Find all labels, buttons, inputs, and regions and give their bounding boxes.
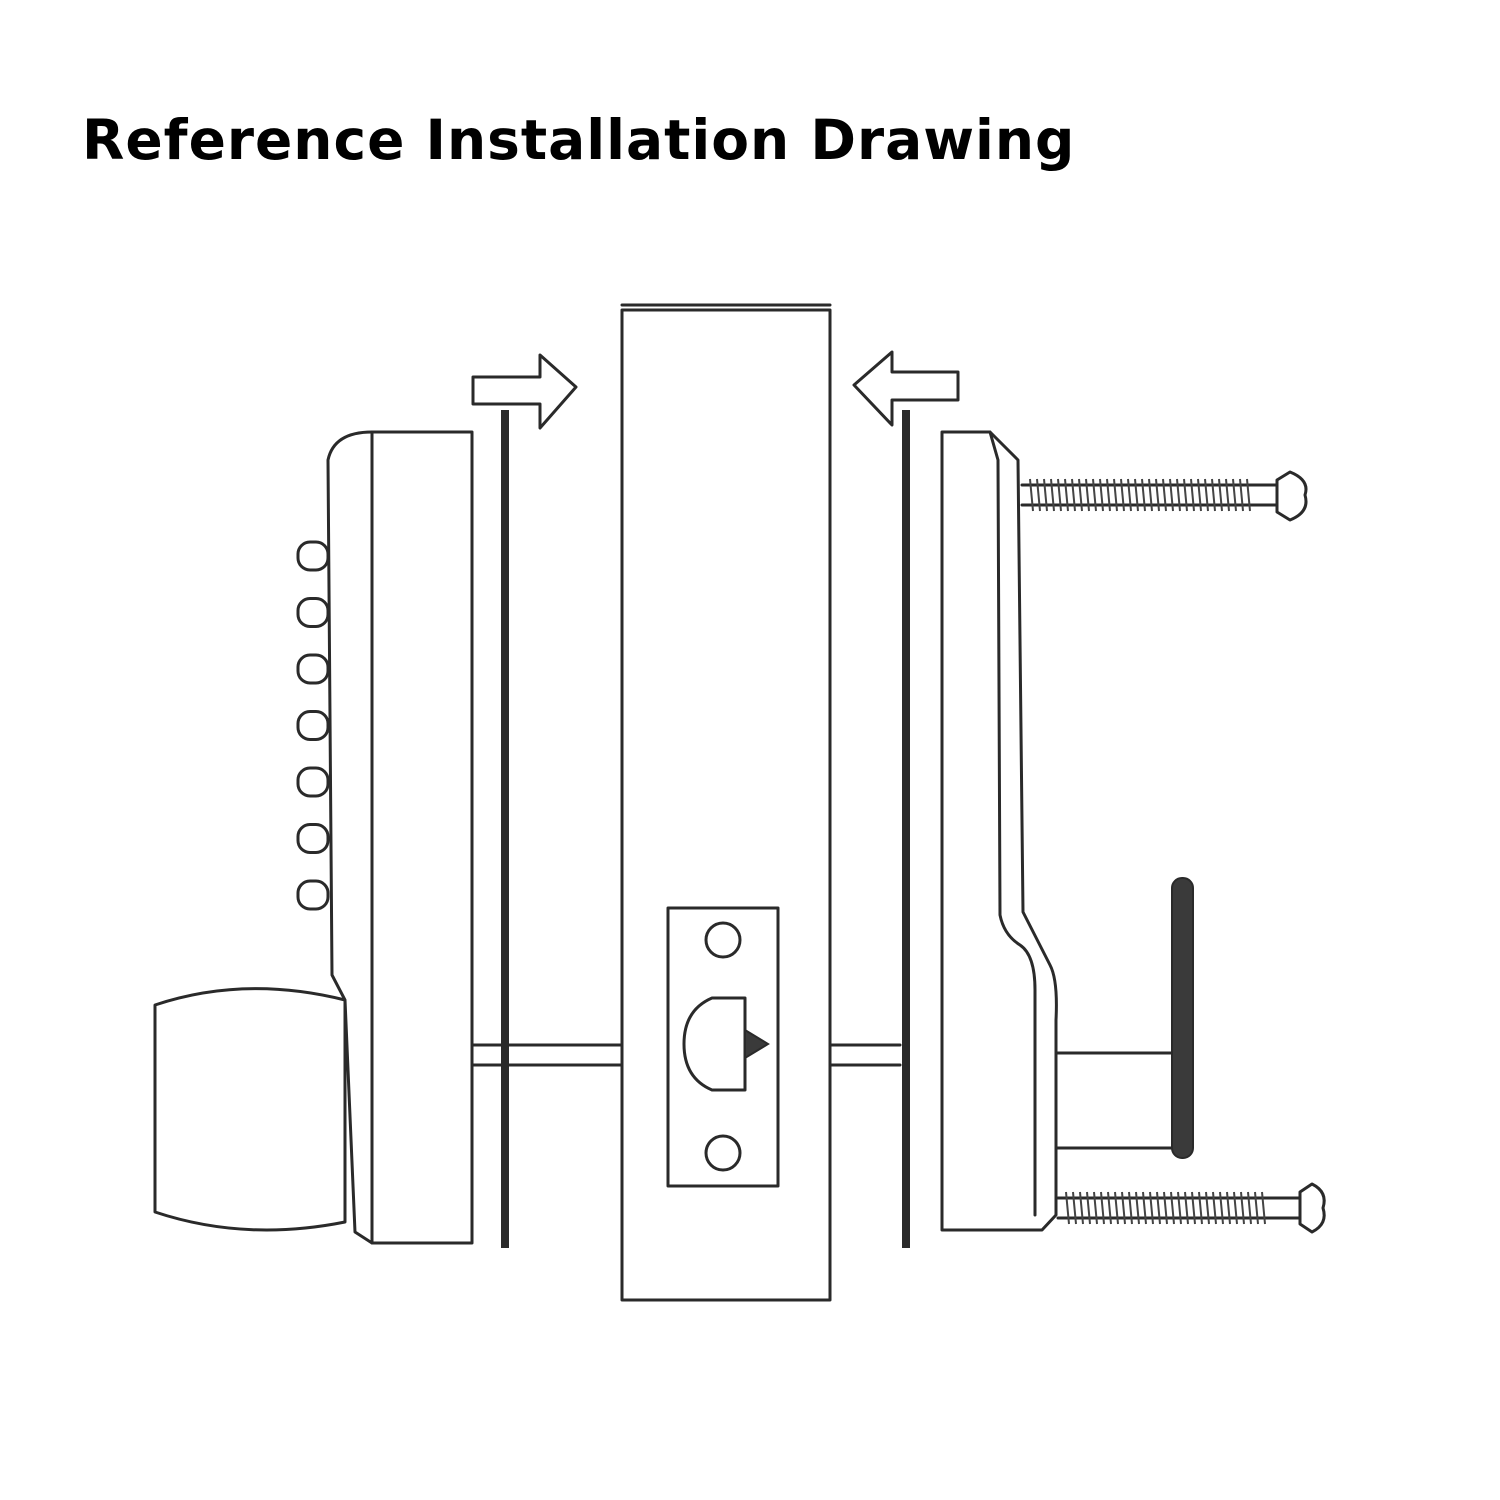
keypad-button [296, 710, 330, 741]
keypad-button [296, 823, 330, 854]
mounting-screw-top [1020, 470, 1308, 522]
arrow-right-icon [471, 353, 578, 430]
keypad-button [296, 879, 330, 911]
latch-bevel [744, 1028, 770, 1060]
keypad-buttons [296, 540, 330, 911]
keypad-button [296, 540, 330, 572]
latch-plate [666, 906, 780, 1188]
latch-screw-hole-bottom [704, 1134, 742, 1172]
knob [153, 987, 347, 1232]
rear-plate [940, 430, 1058, 1232]
spindle [470, 1043, 902, 1067]
keypad-unit [296, 430, 474, 1245]
mounting-screw-bottom [1056, 1182, 1326, 1234]
keypad-button [296, 653, 330, 685]
arrow-left-icon [852, 350, 960, 427]
page-title: Reference Installation Drawing [82, 108, 1076, 172]
lever-handle [1055, 877, 1194, 1159]
keypad-button [296, 597, 330, 628]
keypad-button [296, 766, 330, 798]
latch-screw-hole-top [704, 921, 742, 959]
latch-bolt [682, 996, 747, 1092]
